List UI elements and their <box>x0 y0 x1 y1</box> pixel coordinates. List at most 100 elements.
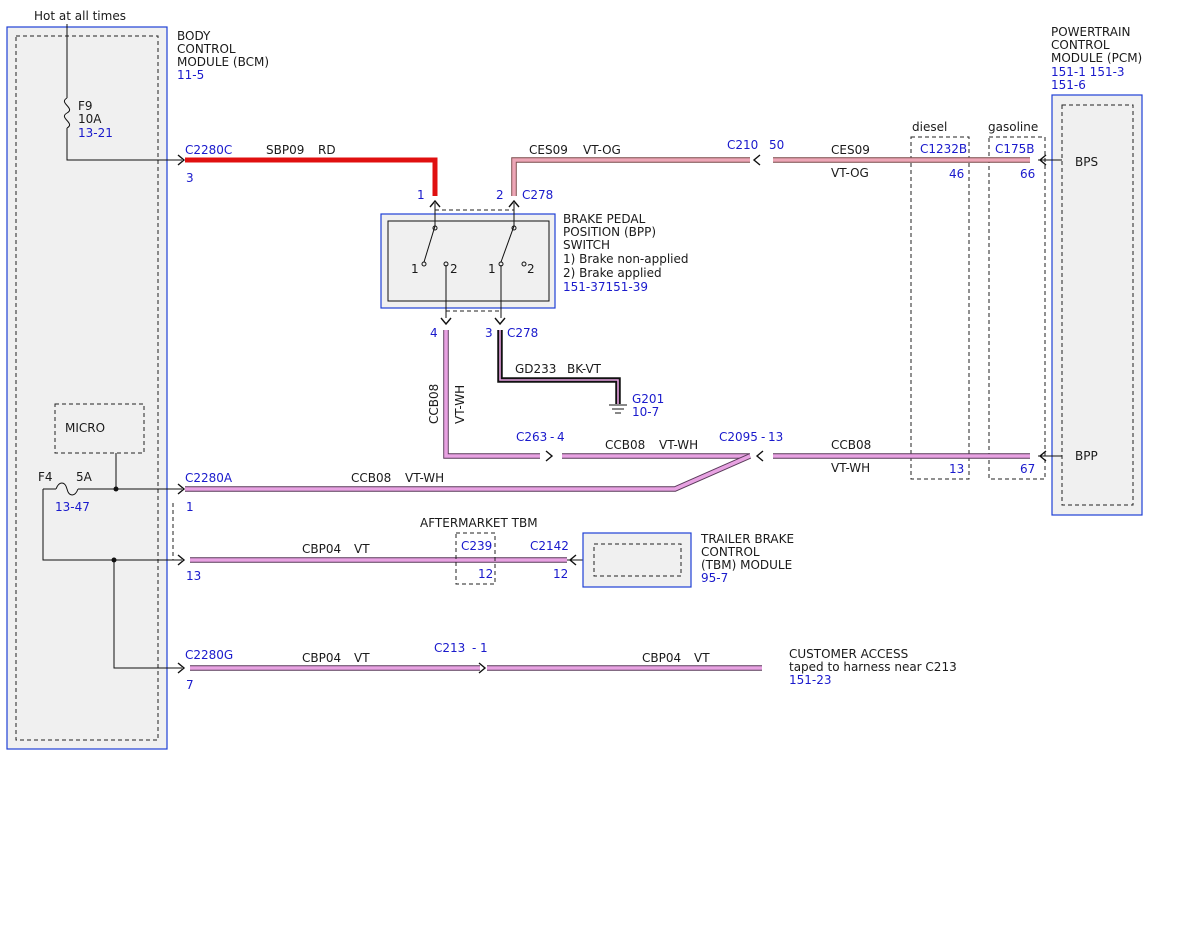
g201-ref: 10-7 <box>632 405 659 419</box>
bpp-label-line3: SWITCH <box>563 238 610 252</box>
f4-junction-dot <box>113 486 119 492</box>
c1232b-connector-box <box>910 136 970 480</box>
wire-sbp09-name: SBP09 <box>266 143 304 157</box>
micro-box <box>54 403 145 454</box>
c213-dash: - <box>472 641 476 655</box>
f4-feed-wire <box>42 488 182 669</box>
wire-ccb08-right-name: CCB08 <box>831 438 871 452</box>
wire-ccb08-bcm-name: CCB08 <box>351 471 391 485</box>
f4-fuse-rating: 5A <box>76 470 93 484</box>
pcm-bps-arrow <box>1038 154 1047 166</box>
c263-label: C263 <box>516 430 547 444</box>
customer-access-line2: taped to harness near C213 <box>789 660 957 674</box>
c2280c-pin: 3 <box>186 171 194 185</box>
c210-pin: 50 <box>769 138 784 152</box>
c2280g-label: C2280G <box>185 648 233 662</box>
wire-ces09-color-b: VT-OG <box>831 166 869 180</box>
c239-connector-box <box>455 532 496 585</box>
bpp-ref: 151-37151-39 <box>563 280 648 294</box>
c239-label: C239 <box>461 539 492 553</box>
bpp-label-line1: BRAKE PEDAL <box>563 212 646 226</box>
c213-arrow <box>478 662 487 674</box>
wire-ccb08-bcm-color: VT-WH <box>405 471 444 485</box>
wire-ccb08-bcm <box>185 454 751 491</box>
switch-pin-2b: 2 <box>527 262 535 276</box>
wire-ccb08-right-color: VT-WH <box>831 461 870 475</box>
wire-ccb08-bcm-outline <box>185 453 752 492</box>
tbm-label-line1: TRAILER BRAKE <box>700 532 794 546</box>
aftermarket-tbm-label: AFTERMARKET TBM <box>420 516 538 530</box>
wire-sbp09-color: RD <box>318 143 336 157</box>
wire-cbp04-c213-right-name: CBP04 <box>642 651 681 665</box>
c2095-arrow <box>755 450 764 462</box>
switch-contact-2b <box>521 261 527 267</box>
bcm-label-line3: MODULE (BCM) <box>177 55 269 69</box>
bpp-switch-inner <box>387 220 550 302</box>
c1232b-pin-13: 13 <box>949 462 964 476</box>
c2142-arrow <box>568 554 577 566</box>
bpp-label-line2: POSITION (BPP) <box>563 225 656 239</box>
c213-pin: 1 <box>480 641 488 655</box>
tbm-label-line2: CONTROL <box>701 545 760 559</box>
switch-contact-1b <box>498 261 504 267</box>
pcm-bpp-arrow <box>1038 450 1047 462</box>
c175b-connector-box <box>988 136 1046 480</box>
tbm-module-box <box>582 532 692 588</box>
f9-fuse-rating: 10A <box>78 112 102 126</box>
wire-cbp04-tbm-color: VT <box>354 542 370 556</box>
tbm-module-inner <box>593 543 682 577</box>
switch-pivot-b <box>511 225 517 231</box>
bcm-module-inner <box>15 35 159 741</box>
diesel-label: diesel <box>912 120 947 134</box>
tbm-label-line3: (TBM) MODULE <box>701 558 792 572</box>
c278-top-pin-1: 1 <box>417 188 425 202</box>
c210-label: C210 <box>727 138 758 152</box>
c278-pin1-arrow <box>429 199 441 208</box>
switch-pivot-a <box>432 225 438 231</box>
c278-bottom-pin-4: 4 <box>430 326 438 340</box>
wire-ccb08-mid-name: CCB08 <box>605 438 645 452</box>
pcm-label-line1: POWERTRAIN <box>1051 25 1131 39</box>
wire-ccb08-mid-color: VT-WH <box>659 438 698 452</box>
wire-cbp04-tbm-name: CBP04 <box>302 542 341 556</box>
switch-pin-1a: 1 <box>411 262 419 276</box>
bcm-label-line1: BODY <box>177 29 211 43</box>
c278-bottom-pin-3: 3 <box>485 326 493 340</box>
c175b-pin-67: 67 <box>1020 462 1035 476</box>
bpp-label-line4: 1) Brake non-applied <box>563 252 689 266</box>
c278-pin2-arrow <box>508 199 520 208</box>
wire-ces09-name-a: CES09 <box>529 143 568 157</box>
customer-access-line1: CUSTOMER ACCESS <box>789 647 908 661</box>
c1232b-pin-46: 46 <box>949 167 964 181</box>
pcm-module-box <box>1051 94 1143 516</box>
wire-sbp09-rd <box>185 157 438 196</box>
c278-pin4-arrow <box>440 317 452 326</box>
switch-contact-1a <box>421 261 427 267</box>
c2280c-arrow <box>177 154 186 166</box>
pcm-module-inner <box>1061 104 1134 506</box>
ground-symbol <box>609 404 627 414</box>
wire-ces09-left <box>512 158 750 196</box>
switch-contact-2a <box>443 261 449 267</box>
c2280a13-arrow <box>177 554 186 566</box>
c263-dash: - <box>550 430 554 444</box>
switch-pin-1b: 1 <box>488 262 496 276</box>
wire-gd233-color: BK-VT <box>567 362 602 376</box>
c2095-label: C2095 <box>719 430 758 444</box>
bcm-ref: 11-5 <box>177 68 204 82</box>
c278-top-label: C278 <box>522 188 553 202</box>
c2095-pin: 13 <box>768 430 783 444</box>
c2280a-label: C2280A <box>185 471 233 485</box>
switch-pin-2a: 2 <box>450 262 458 276</box>
c2280g-pin: 7 <box>186 678 194 692</box>
c2280a-arrow <box>177 483 186 495</box>
c175b-label: C175B <box>995 142 1035 156</box>
pcm-ref-line2: 151-6 <box>1051 78 1086 92</box>
c278-bottom-label: C278 <box>507 326 538 340</box>
wire-ccb08-vertical-name: CCB08 <box>427 384 441 424</box>
g201-label: G201 <box>632 392 664 406</box>
wire-ccb08-vertical-color: VT-WH <box>453 385 467 424</box>
bcm-module-box <box>6 26 168 750</box>
c2280a-pin: 1 <box>186 500 194 514</box>
